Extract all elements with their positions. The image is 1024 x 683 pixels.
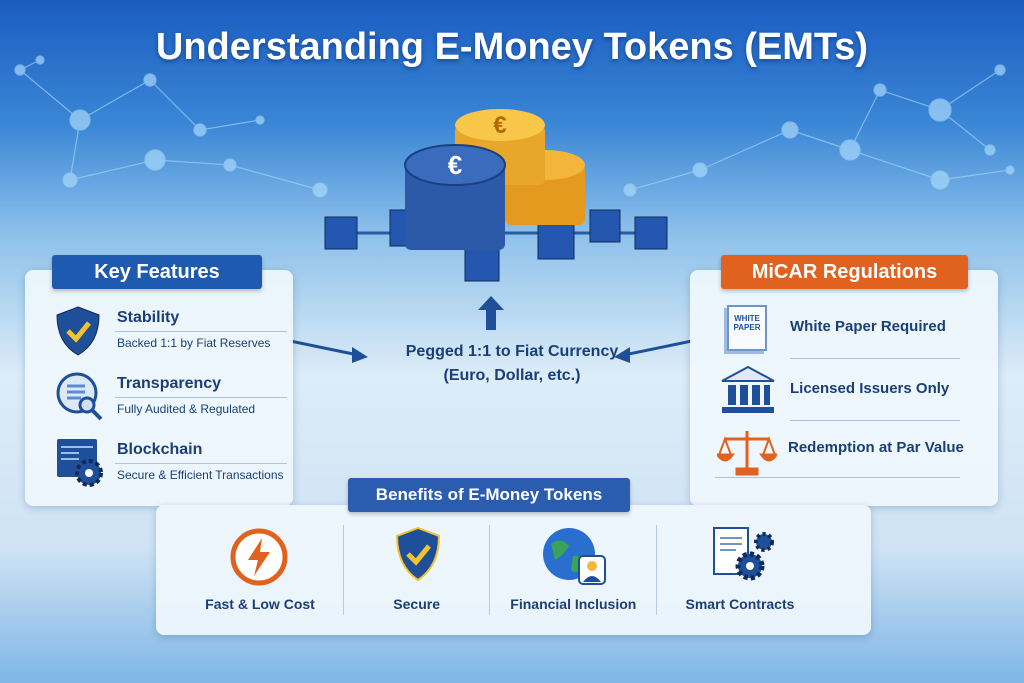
benefit-label: Smart Contracts [685, 596, 795, 612]
benefit-label: Financial Inclusion [510, 596, 637, 612]
magnifier-document-icon [56, 372, 103, 421]
benefit-smart-contracts: Smart Contracts [670, 520, 810, 620]
white-paper-icon-text: WHITE PAPER [733, 314, 761, 332]
regulation-label: White Paper Required [790, 318, 946, 335]
regulation-label: Redemption at Par Value [788, 439, 964, 456]
micar-header: MiCAR Regulations [721, 255, 968, 289]
key-features-header: Key Features [52, 255, 262, 289]
left-arrow-connector [290, 339, 368, 363]
feature-subtitle: Fully Audited & Regulated [117, 402, 256, 416]
regulation-redemption: Redemption at Par Value [715, 425, 965, 487]
benefit-secure: Secure [357, 520, 477, 620]
globe-user-icon [543, 528, 607, 585]
pegged-line-1: Pegged 1:1 to Fiat Currency [405, 343, 619, 360]
right-arrow-connector [614, 339, 692, 363]
feature-title: Transparency [117, 375, 222, 392]
contract-gear-icon [712, 527, 774, 581]
feature-subtitle: Secure & Efficient Transactions [117, 468, 284, 482]
gear-window-icon [57, 439, 103, 487]
benefit-fast-low-cost: Fast & Low Cost [190, 520, 330, 620]
bank-icon [721, 365, 775, 413]
network-background [14, 55, 1015, 198]
divider [489, 525, 491, 615]
feature-title: Blockchain [117, 441, 203, 458]
white-paper-icon: WHITE PAPER [727, 305, 767, 351]
divider [115, 463, 287, 464]
benefit-financial-inclusion: Financial Inclusion [503, 520, 643, 620]
up-arrow-icon [478, 296, 504, 330]
scales-icon [717, 431, 777, 476]
divider [790, 420, 960, 421]
lightning-icon [230, 528, 288, 586]
feature-transparency: Transparency Fully Audited & Regulated [50, 371, 290, 437]
pegged-statement: Pegged 1:1 to Fiat Currency (Euro, Dolla… [362, 340, 662, 388]
svg-text:€: € [493, 112, 506, 139]
divider [790, 358, 960, 359]
svg-text:€: € [448, 150, 462, 180]
feature-title: Stability [117, 309, 180, 326]
feature-stability: Stability Backed 1:1 by Fiat Reserves [50, 305, 290, 371]
benefits-list: Fast & Low Cost Secure Financial Inclusi… [190, 520, 810, 620]
benefit-label: Secure [393, 596, 440, 612]
feature-blockchain: Blockchain Secure & Efficient Transactio… [50, 437, 290, 503]
divider [115, 331, 287, 332]
benefit-label: Fast & Low Cost [205, 596, 315, 612]
divider [115, 397, 287, 398]
benefits-header: Benefits of E-Money Tokens [348, 478, 630, 512]
shield-check-icon [395, 526, 440, 582]
page-title: Understanding E-Money Tokens (EMTs) [155, 26, 869, 68]
regulation-licensed: Licensed Issuers Only [715, 363, 965, 425]
shield-check-icon [56, 306, 100, 356]
regulation-white-paper: WHITE PAPER White Paper Required [715, 303, 965, 363]
divider [715, 477, 960, 478]
divider [342, 525, 344, 615]
pegged-line-2: (Euro, Dollar, etc.) [443, 367, 581, 384]
micar-list: WHITE PAPER White Paper Required License… [715, 303, 965, 487]
coins-blockchain-illustration: € € [324, 109, 668, 282]
divider [656, 525, 658, 615]
regulation-label: Licensed Issuers Only [790, 380, 950, 397]
key-features-list: Stability Backed 1:1 by Fiat Reserves Tr… [50, 305, 290, 503]
feature-subtitle: Backed 1:1 by Fiat Reserves [117, 336, 271, 350]
